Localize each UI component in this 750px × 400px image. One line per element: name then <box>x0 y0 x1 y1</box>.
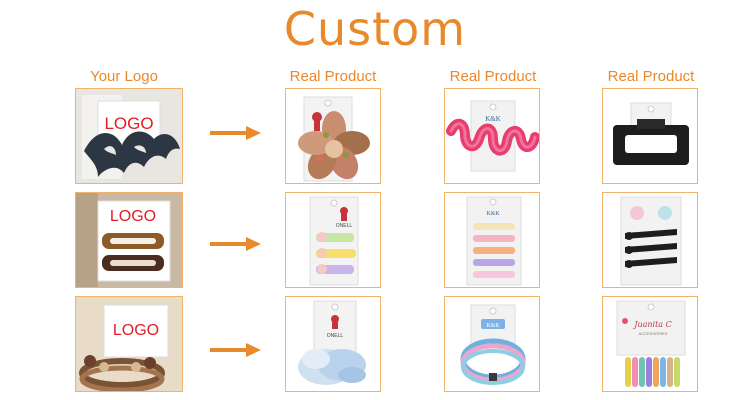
arrow-right-icon <box>210 237 261 251</box>
logo-hair-tie-image: LOGO <box>75 296 183 392</box>
arrow-right-icon <box>210 126 261 140</box>
logo-claw-clip-image: LOGO <box>75 88 183 184</box>
brand-kk-text: K&K <box>485 115 501 123</box>
product-rect-claw-clip-image <box>602 88 698 184</box>
brand-kk-text: K&K <box>486 211 500 217</box>
logo-snap-clip-image: LOGO <box>75 192 183 288</box>
column-label-real-product-1: Real Product <box>289 68 377 85</box>
product-colorful-ties-image: Juanita C ACCESSORIES <box>602 296 698 392</box>
arrow-right-icon <box>210 343 261 357</box>
brand-onell-text: ONELL <box>336 223 353 229</box>
product-elastic-bands-image: K&K <box>444 296 540 392</box>
product-scrunchie-image: ONELL <box>285 296 381 392</box>
page-title: Custom <box>283 2 467 56</box>
product-flower-snap-clip-image: ONELL <box>285 192 381 288</box>
brand-juanita-text: Juanita C <box>632 320 672 329</box>
product-flower-clip-image: ONELL <box>285 88 381 184</box>
logo-card-text: LOGO <box>113 322 159 339</box>
brand-juanita-sub-text: ACCESSORIES <box>639 331 668 336</box>
column-label-real-product-2: Real Product <box>449 68 537 85</box>
logo-card-text: LOGO <box>104 114 153 133</box>
logo-card-text: LOGO <box>110 208 156 225</box>
brand-onell-text: ONELL <box>327 333 344 339</box>
column-label-real-product-3: Real Product <box>607 68 695 85</box>
product-wave-clip-image: K&K <box>444 88 540 184</box>
brand-kk-text: K&K <box>486 323 500 329</box>
product-black-snap-clip-image <box>602 192 698 288</box>
column-label-your-logo: Your Logo <box>90 68 158 85</box>
product-pastel-snap-clip-image: K&K <box>444 192 540 288</box>
